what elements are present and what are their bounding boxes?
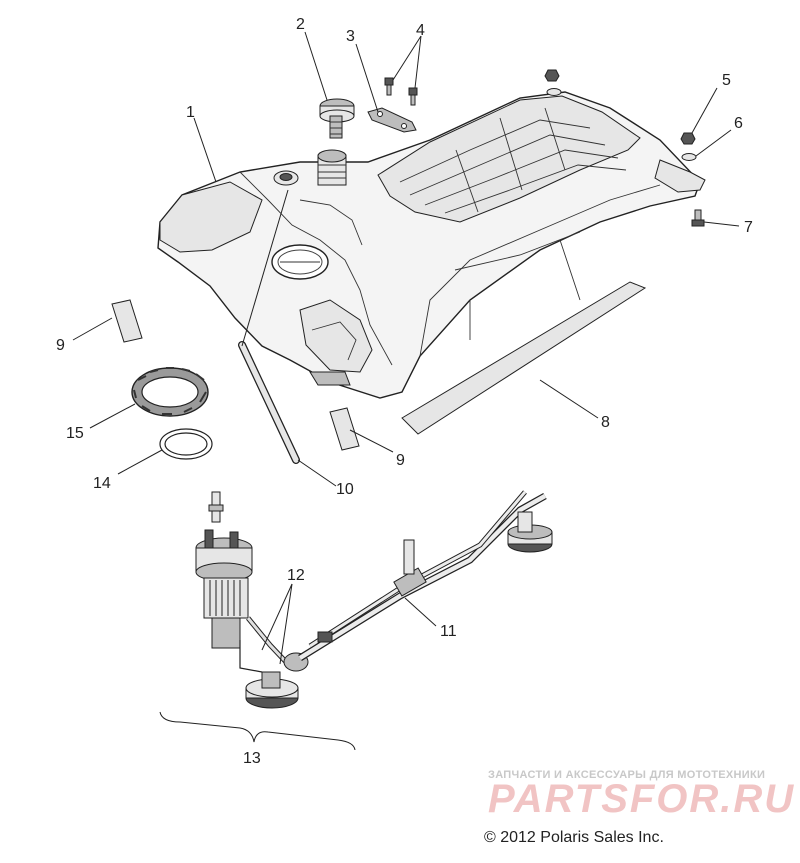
foam-pad-left	[111, 299, 143, 343]
label-part-11: 11	[440, 623, 457, 640]
fuel-pump-assembly	[195, 490, 553, 709]
nut-top	[544, 69, 562, 96]
copyright-notice: © 2012 Polaris Sales Inc.	[484, 829, 664, 846]
fuel-tank	[157, 91, 706, 399]
label-part-9b: 9	[396, 452, 405, 469]
part-number-labels: 1 2 3 4 5 6 7 8 9 9 10 11 12 13 14 15	[56, 16, 753, 767]
watermark-tagline: ЗАПЧАСТИ И АКСЕССУАРЫ ДЛЯ МОТОТЕХНИКИ	[488, 769, 765, 781]
nut-right	[680, 132, 697, 161]
label-part-2: 2	[296, 16, 305, 33]
heat-shield-pad	[401, 281, 647, 435]
label-part-12: 12	[287, 567, 305, 584]
label-part-9a: 9	[56, 337, 65, 354]
label-part-14: 14	[93, 475, 111, 492]
screws	[384, 77, 418, 106]
label-part-15: 15	[66, 425, 84, 442]
label-part-4: 4	[416, 22, 425, 39]
label-part-7: 7	[744, 219, 753, 236]
label-part-1: 1	[186, 104, 195, 121]
vent-tube	[238, 341, 300, 464]
label-part-13: 13	[243, 750, 261, 767]
mounting-bracket	[367, 107, 417, 133]
leader-lines	[72, 31, 740, 665]
label-part-3: 3	[346, 28, 355, 45]
label-part-10: 10	[336, 481, 354, 498]
lock-ring	[131, 367, 209, 417]
label-part-6: 6	[734, 115, 743, 132]
fuel-cap	[319, 98, 355, 139]
seal-ring	[159, 428, 213, 460]
foam-pad-lower	[329, 407, 360, 451]
bolt	[691, 209, 705, 227]
watermark-logo: PARTSFOR.RU	[488, 777, 795, 821]
bracket-13	[159, 711, 356, 751]
label-part-5: 5	[722, 72, 731, 89]
label-part-8: 8	[601, 414, 610, 431]
